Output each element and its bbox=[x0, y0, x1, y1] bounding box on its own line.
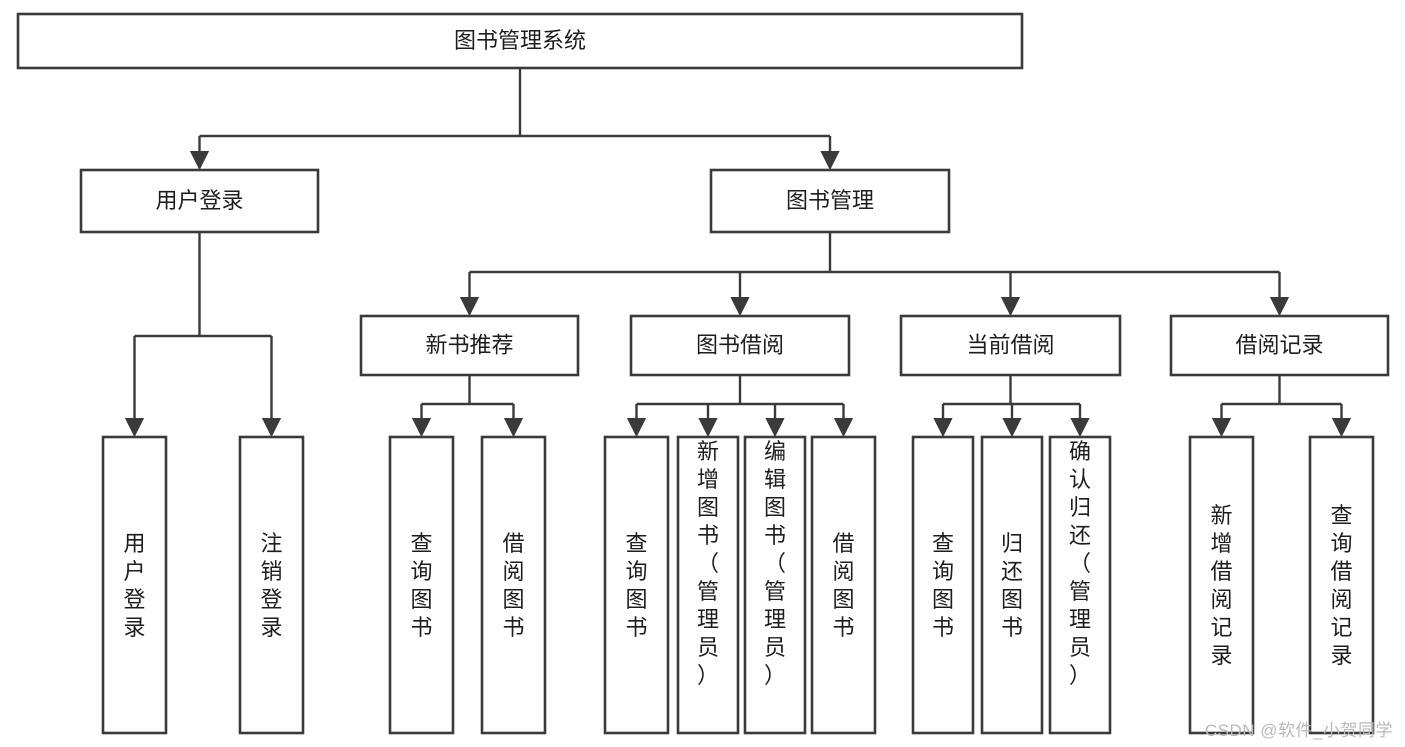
node-leaf-query-book-bb[interactable]: 查询图书 bbox=[603, 435, 670, 735]
node-label-current-borrow: 当前借阅 bbox=[966, 332, 1054, 357]
node-leaf-query-book-cb[interactable]: 查询图书 bbox=[911, 435, 975, 735]
node-label-leaf-return-book: 归还图书 bbox=[1001, 531, 1023, 640]
node-box-leaf-query-book-bb bbox=[603, 435, 670, 735]
node-box-root bbox=[16, 12, 1024, 70]
node-label-leaf-user-login: 用户登录 bbox=[123, 531, 145, 640]
node-leaf-user-login[interactable]: 用户登录 bbox=[101, 435, 168, 735]
node-book-manage[interactable]: 图书管理 bbox=[709, 168, 951, 234]
node-label-leaf-borrow-book-rec: 借阅图书 bbox=[502, 531, 524, 640]
node-label-new-book-rec: 新书推荐 bbox=[425, 332, 513, 357]
connectors-layer bbox=[124, 68, 1352, 438]
node-box-book-borrow bbox=[629, 314, 851, 377]
nodes-layer: 图书管理系统用户登录图书管理新书推荐图书借阅当前借阅借阅记录用户登录注销登录查询… bbox=[16, 12, 1390, 735]
node-leaf-query-record[interactable]: 查询借阅记录 bbox=[1308, 435, 1375, 735]
node-box-user-login bbox=[79, 168, 320, 234]
node-box-leaf-borrow-book-bb bbox=[810, 435, 877, 735]
node-label-user-login: 用户登录 bbox=[155, 188, 243, 213]
node-label-leaf-add-book: 新增图书（管理员） bbox=[697, 439, 719, 688]
node-box-leaf-logout bbox=[238, 435, 305, 735]
node-box-leaf-add-book bbox=[676, 435, 740, 735]
node-label-leaf-add-record: 新增借阅记录 bbox=[1210, 503, 1232, 668]
node-label-borrow-record: 借阅记录 bbox=[1235, 332, 1323, 357]
watermark-text: CSDN @软件_小贺同学 bbox=[1204, 721, 1393, 740]
node-box-current-borrow bbox=[899, 314, 1122, 377]
node-label-leaf-logout: 注销登录 bbox=[260, 531, 282, 640]
node-label-leaf-query-record: 查询借阅记录 bbox=[1330, 503, 1352, 668]
node-current-borrow[interactable]: 当前借阅 bbox=[899, 314, 1122, 377]
node-leaf-return-book[interactable]: 归还图书 bbox=[980, 435, 1044, 735]
node-label-leaf-query-book-cb: 查询图书 bbox=[932, 531, 954, 640]
node-box-leaf-confirm-return bbox=[1048, 435, 1112, 735]
node-new-book-rec[interactable]: 新书推荐 bbox=[359, 314, 580, 377]
node-label-leaf-borrow-book-bb: 借阅图书 bbox=[832, 531, 854, 640]
node-borrow-record[interactable]: 借阅记录 bbox=[1169, 314, 1390, 377]
node-label-leaf-query-book-bb: 查询图书 bbox=[625, 531, 647, 640]
node-leaf-query-book-rec[interactable]: 查询图书 bbox=[388, 435, 455, 735]
node-box-leaf-query-record bbox=[1308, 435, 1375, 735]
node-box-borrow-record bbox=[1169, 314, 1390, 377]
node-box-leaf-return-book bbox=[980, 435, 1044, 735]
node-box-leaf-user-login bbox=[101, 435, 168, 735]
node-label-leaf-query-book-rec: 查询图书 bbox=[410, 531, 432, 640]
node-box-leaf-edit-book bbox=[743, 435, 807, 735]
node-book-borrow[interactable]: 图书借阅 bbox=[629, 314, 851, 377]
node-label-leaf-confirm-return: 确认归还（管理员） bbox=[1069, 439, 1091, 688]
node-leaf-confirm-return[interactable]: 确认归还（管理员） bbox=[1048, 435, 1112, 735]
node-leaf-borrow-book-bb[interactable]: 借阅图书 bbox=[810, 435, 877, 735]
node-box-leaf-borrow-book-rec bbox=[480, 435, 547, 735]
node-label-leaf-edit-book: 编辑图书（管理员） bbox=[764, 439, 786, 688]
node-user-login[interactable]: 用户登录 bbox=[79, 168, 320, 234]
node-box-new-book-rec bbox=[359, 314, 580, 377]
node-leaf-logout[interactable]: 注销登录 bbox=[238, 435, 305, 735]
node-leaf-add-book[interactable]: 新增图书（管理员） bbox=[676, 435, 740, 735]
node-box-book-manage bbox=[709, 168, 951, 234]
node-label-book-manage: 图书管理 bbox=[786, 188, 874, 213]
node-box-leaf-query-book-rec bbox=[388, 435, 455, 735]
node-box-leaf-query-book-cb bbox=[911, 435, 975, 735]
node-leaf-edit-book[interactable]: 编辑图书（管理员） bbox=[743, 435, 807, 735]
node-leaf-add-record[interactable]: 新增借阅记录 bbox=[1188, 435, 1255, 735]
node-label-book-borrow: 图书借阅 bbox=[696, 332, 784, 357]
node-box-leaf-add-record bbox=[1188, 435, 1255, 735]
node-leaf-borrow-book-rec[interactable]: 借阅图书 bbox=[480, 435, 547, 735]
node-root[interactable]: 图书管理系统 bbox=[16, 12, 1024, 70]
node-label-root: 图书管理系统 bbox=[454, 28, 586, 53]
